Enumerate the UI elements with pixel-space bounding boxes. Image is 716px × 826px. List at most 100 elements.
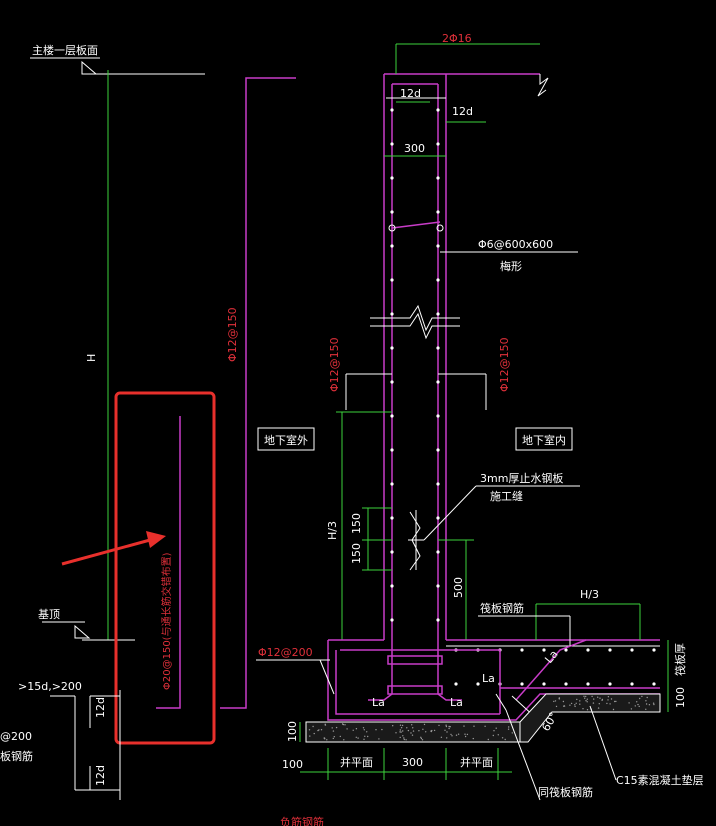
cushion-speck bbox=[326, 739, 328, 741]
cushion-speck bbox=[511, 732, 513, 734]
cushion-speck bbox=[645, 708, 647, 710]
rebar-dot bbox=[564, 682, 568, 686]
rebar-dot bbox=[390, 516, 394, 520]
pointer-arrow bbox=[61, 531, 166, 566]
cushion-speck bbox=[575, 702, 577, 704]
cushion-speck bbox=[563, 705, 565, 707]
cushion-speck bbox=[508, 726, 510, 728]
cushion-speck bbox=[346, 728, 348, 730]
rebar-dot bbox=[520, 648, 524, 652]
rebar-dot bbox=[542, 648, 546, 652]
cushion-speck bbox=[585, 695, 587, 698]
outdoor-box bbox=[257, 427, 315, 451]
left-200-label: @200 bbox=[0, 730, 32, 743]
floor-top-label: 主楼一层板面 bbox=[32, 43, 98, 57]
cushion-speck bbox=[463, 725, 465, 727]
cushion-speck bbox=[492, 734, 494, 737]
rebar-dot bbox=[436, 142, 440, 146]
dim-100-bottom: 100 bbox=[282, 758, 303, 771]
cushion-speck bbox=[400, 731, 402, 733]
rebar-dot bbox=[436, 516, 440, 520]
la-slope-label: La bbox=[542, 648, 560, 666]
cushion-speck bbox=[423, 723, 426, 726]
cushion-speck bbox=[597, 707, 600, 709]
rebar-dot bbox=[390, 244, 394, 248]
left-12d-label-b: 12d bbox=[94, 765, 107, 786]
cushion-speck bbox=[318, 729, 320, 731]
cushion-speck bbox=[648, 704, 651, 706]
indoor-box bbox=[515, 427, 573, 451]
rebar-dot bbox=[390, 550, 394, 554]
cushion-speck bbox=[425, 731, 427, 733]
cushion-speck bbox=[501, 737, 504, 739]
cushion-speck bbox=[553, 700, 555, 703]
cushion-speck bbox=[352, 729, 354, 731]
rebar-dot bbox=[390, 210, 394, 214]
left-fragment bbox=[50, 690, 121, 800]
cushion-speck bbox=[320, 729, 323, 731]
rebar-dot bbox=[390, 482, 394, 486]
cushion-speck bbox=[599, 697, 601, 699]
rebar-dot bbox=[564, 648, 568, 652]
cushion-speck bbox=[593, 698, 595, 700]
cushion-speck bbox=[367, 735, 369, 738]
cushion-speck bbox=[579, 700, 581, 702]
rebar-dot bbox=[454, 682, 458, 686]
rebar-dot bbox=[390, 618, 394, 622]
left-elevation bbox=[30, 57, 205, 641]
left-vertical-bar-label: Φ12@150 bbox=[226, 307, 239, 362]
cushion-speck bbox=[582, 708, 584, 710]
cushion-speck bbox=[641, 695, 643, 698]
rebar-dot bbox=[390, 380, 394, 384]
cushion-speck bbox=[450, 733, 452, 736]
rebar-dot bbox=[652, 648, 656, 652]
cushion-speck bbox=[335, 726, 338, 729]
cushion-speck bbox=[410, 732, 412, 734]
rebar-dot bbox=[586, 682, 590, 686]
left-15d-label: >15d,>200 bbox=[18, 680, 82, 693]
cushion-speck bbox=[440, 736, 443, 738]
rebar-dot bbox=[608, 648, 612, 652]
cushion-speck bbox=[446, 737, 448, 739]
cushion-speck bbox=[395, 732, 397, 734]
dim-150-b: 150 bbox=[350, 543, 363, 564]
cushion-speck bbox=[363, 729, 365, 731]
cushion-speck bbox=[464, 733, 466, 735]
cushion-speck bbox=[554, 700, 557, 702]
slab-thickness-label: 筏板厚 bbox=[673, 643, 687, 676]
cushion-speck bbox=[357, 737, 359, 739]
highlight-box[interactable] bbox=[114, 391, 216, 745]
same-slab-rebar-label: 同筏板钢筋 bbox=[538, 785, 593, 799]
cushion-speck bbox=[638, 705, 640, 708]
join-face-left: 并平面 bbox=[340, 755, 373, 769]
rebar-dot bbox=[436, 584, 440, 588]
rebar-dot bbox=[390, 142, 394, 146]
cushion-speck bbox=[585, 700, 587, 702]
cushion-speck bbox=[562, 700, 565, 703]
cushion-speck bbox=[645, 700, 647, 702]
wall-section bbox=[370, 73, 549, 694]
cushion-speck bbox=[472, 737, 474, 740]
cushion-speck bbox=[497, 734, 499, 736]
rebar-dot bbox=[390, 176, 394, 180]
c15-cushion bbox=[305, 693, 661, 743]
phi12-200-label: Φ12@200 bbox=[258, 646, 313, 659]
cushion-speck bbox=[451, 735, 453, 737]
left-12d-label-a: 12d bbox=[94, 697, 107, 718]
cushion-speck bbox=[576, 698, 578, 701]
dim-100-right: 100 bbox=[674, 687, 687, 708]
cushion-speck bbox=[598, 703, 600, 705]
waterstop-label: 3mm厚止水钢板 bbox=[480, 471, 563, 485]
dim-150-a: 150 bbox=[350, 513, 363, 534]
cushion-speck bbox=[445, 725, 448, 728]
cushion-speck bbox=[457, 733, 460, 735]
cushion-speck bbox=[399, 729, 401, 731]
cushion-speck bbox=[636, 701, 638, 703]
cushion-speck bbox=[430, 730, 433, 733]
rebar-dot bbox=[390, 108, 394, 112]
cushion-speck bbox=[495, 727, 497, 729]
footing-dimensions bbox=[299, 603, 669, 780]
cushion-speck bbox=[591, 695, 593, 698]
cushion-speck bbox=[646, 696, 648, 699]
